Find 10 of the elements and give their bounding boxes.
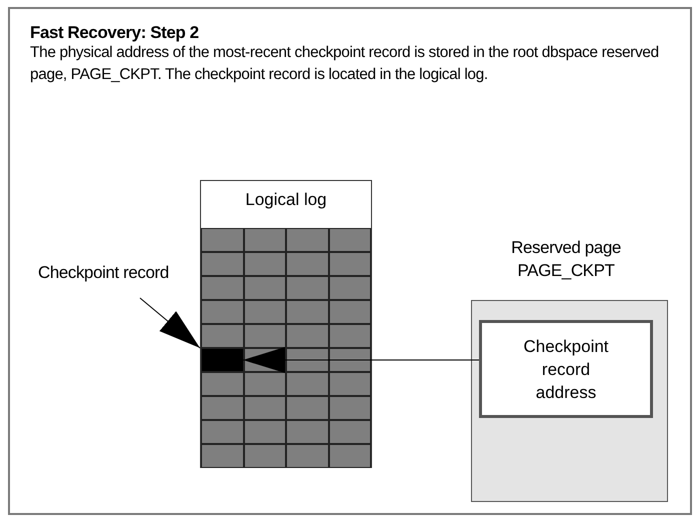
callout-text: Checkpoint record	[38, 260, 169, 286]
arrow	[242, 347, 480, 373]
logical-log	[200, 180, 372, 468]
address-box: Checkpoint record address	[479, 320, 653, 418]
caption: The physical address of the most-recent checkpoint record is stored in the root dbspace reserved page, PAGE_CKPT. The checkpoint record is located in the logical log.	[30, 43, 660, 85]
title: Fast Recovery: Step 2	[30, 22, 199, 44]
log-heading: Logical log	[244, 189, 328, 211]
checkpoint-record-cell	[201, 348, 244, 372]
page-heading: Reserved page PAGE_CKPT	[510, 237, 622, 282]
arrow	[140, 298, 200, 348]
